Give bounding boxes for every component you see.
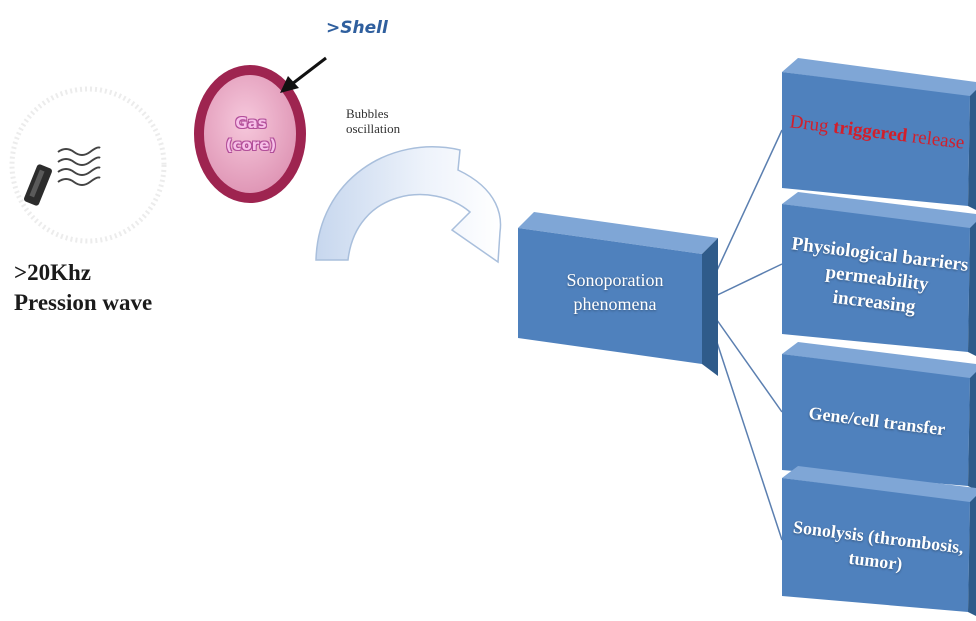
outcome-box-1 bbox=[782, 58, 976, 210]
shell-label: >Shell bbox=[326, 18, 388, 38]
outcome-label-sonolysis: Sonolysis (thrombosis, tumor) bbox=[792, 516, 965, 575]
faint-ring bbox=[9, 86, 167, 244]
connector-lines bbox=[706, 129, 783, 541]
sound-wave-icon bbox=[57, 146, 101, 186]
drug-suffix: release bbox=[905, 125, 966, 154]
center-node-label: Sonoporation phenomena bbox=[566, 270, 664, 314]
microbubble bbox=[194, 65, 306, 203]
outcome-label-drug-release: Drug triggered release bbox=[779, 63, 974, 202]
frequency-text: >20Khz bbox=[14, 260, 91, 285]
pressure-wave-label: >20Khz Pression wave bbox=[14, 258, 152, 318]
transducer-icon bbox=[23, 164, 53, 206]
gas-core-label: Gas (core) bbox=[225, 114, 277, 154]
drug-prefix: Drug bbox=[788, 111, 835, 138]
oscillation-arrow bbox=[315, 146, 502, 264]
outcome-label-gene-transfer: Gene/cell transfer bbox=[807, 402, 947, 440]
outcome-label-barriers: Physiological barriers permeability incr… bbox=[790, 233, 970, 318]
outcome-box-4 bbox=[782, 466, 976, 616]
outcome-box-2 bbox=[782, 192, 976, 356]
pression-wave-text: Pression wave bbox=[14, 290, 153, 315]
shell-pointer-arrow bbox=[280, 56, 327, 93]
outcome-box-3 bbox=[782, 342, 976, 490]
drug-emphasis: triggered bbox=[831, 116, 909, 147]
bubbles-oscillation-label: Bubbles oscillation bbox=[346, 106, 401, 136]
center-node-box bbox=[518, 212, 718, 376]
